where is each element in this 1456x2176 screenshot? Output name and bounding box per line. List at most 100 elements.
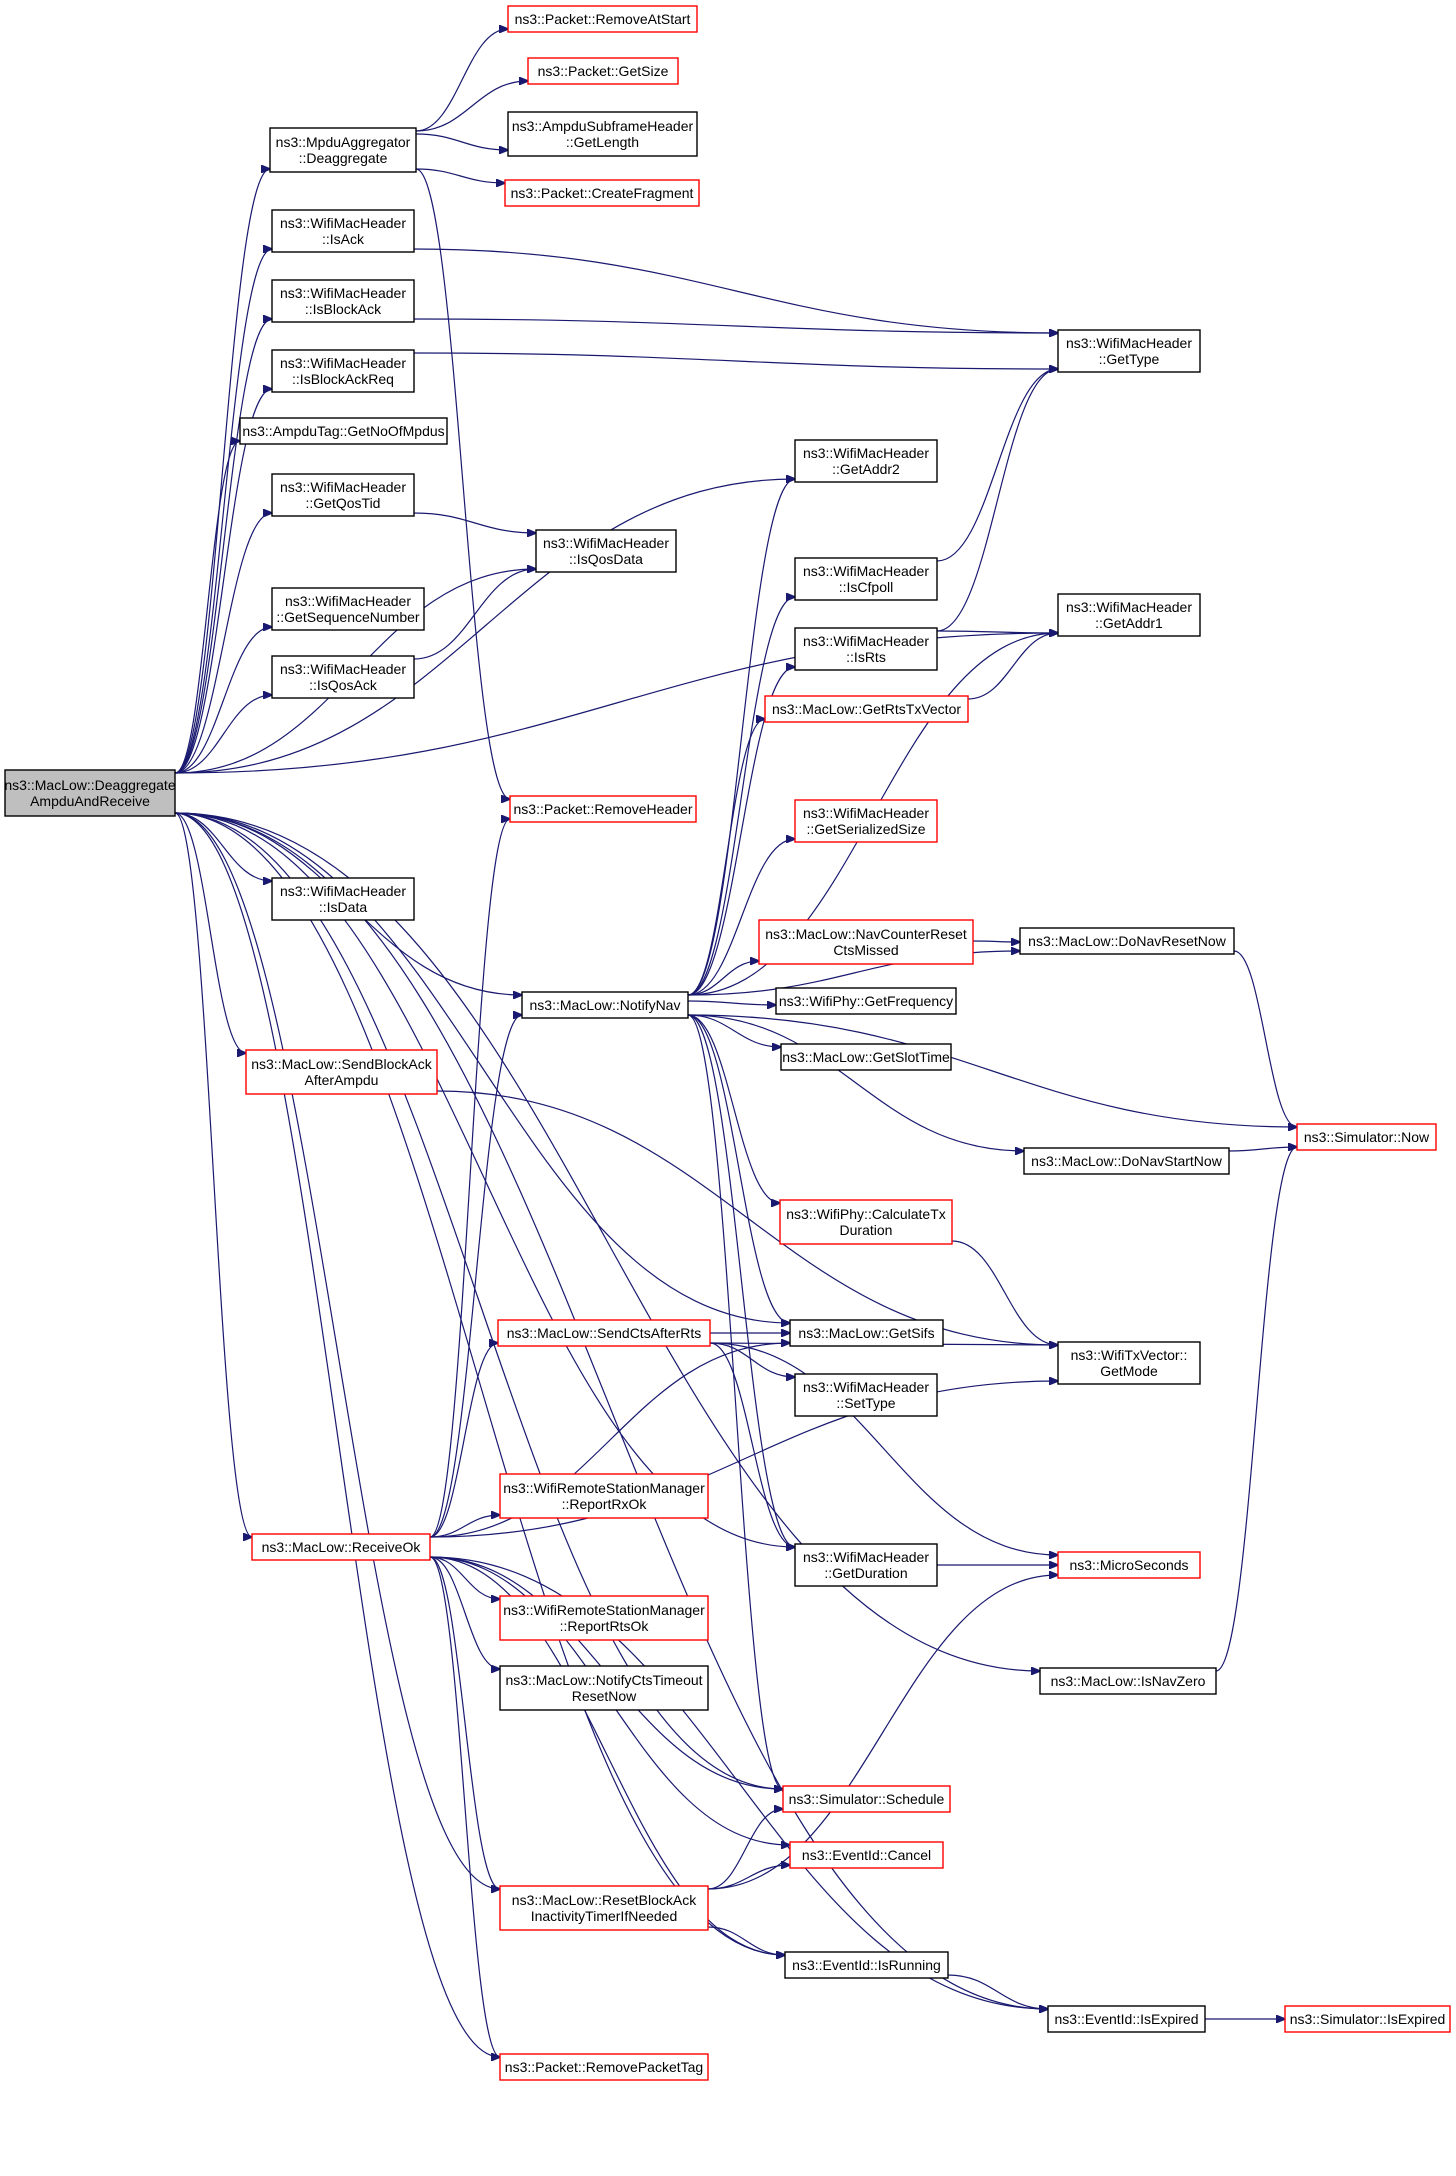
node-label: ns3::WifiMacHeader	[1066, 599, 1192, 615]
node-box	[789, 1841, 944, 1869]
node-label: ns3::WifiMacHeader	[543, 535, 669, 551]
node-simisexpired[interactable]: ns3::Simulator::IsExpired	[1284, 2005, 1451, 2033]
node-mpduagg[interactable]: ns3::MpduAggregator::Deaggregate	[269, 127, 417, 173]
node-box	[499, 1665, 709, 1711]
edge-receiveok-to-notifyctstimeout	[429, 1556, 500, 1669]
edge-sendctsafterrts-to-microseconds	[709, 1342, 1058, 1555]
node-label: ns3::Simulator::Now	[1304, 1129, 1430, 1145]
node-label: CtsMissed	[833, 942, 898, 958]
node-reportrxok[interactable]: ns3::WifiRemoteStationManager::ReportRxO…	[499, 1473, 709, 1519]
node-isnavzero[interactable]: ns3::MacLow::IsNavZero	[1039, 1667, 1217, 1695]
node-donavstartnow[interactable]: ns3::MacLow::DoNavStartNow	[1023, 1147, 1230, 1175]
node-getfrequency[interactable]: ns3::WifiPhy::GetFrequency	[775, 987, 957, 1015]
node-label: ResetNow	[572, 1688, 637, 1704]
node-isrunning[interactable]: ns3::EventId::IsRunning	[784, 1951, 949, 1979]
node-getaddr2[interactable]: ns3::WifiMacHeader::GetAddr2	[794, 439, 938, 483]
node-label: ::IsRts	[846, 649, 886, 665]
node-schedule[interactable]: ns3::Simulator::Schedule	[782, 1785, 951, 1813]
edge-isblockackreq-to-gettype	[413, 352, 1058, 369]
node-microseconds[interactable]: ns3::MicroSeconds	[1057, 1551, 1201, 1579]
node-box	[1057, 1341, 1201, 1385]
node-isblockack[interactable]: ns3::WifiMacHeader::IsBlockAck	[271, 279, 415, 323]
node-getserializedsize[interactable]: ns3::WifiMacHeader::GetSerializedSize	[794, 799, 938, 843]
node-box	[780, 1043, 952, 1071]
node-box	[794, 799, 938, 843]
node-getsifs[interactable]: ns3::MacLow::GetSifs	[789, 1319, 944, 1347]
edge-receiveok-to-resetblockack	[429, 1556, 500, 1889]
edge-root-to-getqostid	[174, 513, 272, 774]
node-donavresetnow[interactable]: ns3::MacLow::DoNavResetNow	[1019, 927, 1235, 955]
node-isqosdata[interactable]: ns3::WifiMacHeader::IsQosData	[535, 529, 677, 573]
node-getqostid[interactable]: ns3::WifiMacHeader::GetQosTid	[271, 473, 415, 517]
node-settype[interactable]: ns3::WifiMacHeader::SetType	[794, 1373, 938, 1417]
node-removeatstart[interactable]: ns3::Packet::RemoveAtStart	[507, 5, 698, 33]
node-isblockackreq[interactable]: ns3::WifiMacHeader::IsBlockAckReq	[271, 349, 415, 393]
node-label: ::GetQosTid	[306, 495, 381, 511]
node-label: ns3::WifiTxVector::	[1071, 1347, 1188, 1363]
node-isack[interactable]: ns3::WifiMacHeader::IsAck	[271, 209, 415, 253]
node-getnoofmpdus[interactable]: ns3::AmpduTag::GetNoOfMpdus	[239, 417, 448, 445]
node-sendctsafterrts[interactable]: ns3::MacLow::SendCtsAfterRts	[497, 1319, 711, 1347]
node-box	[1023, 1147, 1230, 1175]
node-box	[789, 1319, 944, 1347]
node-label: ns3::MacLow::SendCtsAfterRts	[507, 1325, 702, 1341]
edge-root-to-getsifs	[174, 812, 790, 1323]
node-label: ns3::MacLow::SendBlockAck	[251, 1056, 433, 1072]
node-isrts[interactable]: ns3::WifiMacHeader::IsRts	[794, 627, 938, 671]
edge-isqosack-to-isqosdata	[413, 569, 536, 660]
edge-notifynav-to-schedule	[687, 1014, 783, 1789]
node-getseqnum[interactable]: ns3::WifiMacHeader::GetSequenceNumber	[271, 587, 425, 631]
node-box	[271, 877, 415, 921]
node-getslottime[interactable]: ns3::MacLow::GetSlotTime	[780, 1043, 952, 1071]
node-reportrtsok[interactable]: ns3::WifiRemoteStationManager::ReportRts…	[499, 1595, 709, 1641]
node-label: ns3::WifiPhy::GetFrequency	[779, 993, 953, 1009]
node-isqosack[interactable]: ns3::WifiMacHeader::IsQosAck	[271, 655, 415, 699]
node-isexpired[interactable]: ns3::EventId::IsExpired	[1047, 2005, 1206, 2033]
node-box	[499, 1885, 709, 1931]
node-box	[499, 1473, 709, 1519]
node-getsize[interactable]: ns3::Packet::GetSize	[527, 57, 679, 85]
node-getrtstxvector[interactable]: ns3::MacLow::GetRtsTxVector	[764, 695, 969, 723]
node-getaddr1[interactable]: ns3::WifiMacHeader::GetAddr1	[1057, 593, 1201, 637]
node-label: ns3::WifiMacHeader	[280, 883, 406, 899]
node-label: ::IsBlockAck	[305, 301, 382, 317]
node-cancel[interactable]: ns3::EventId::Cancel	[789, 1841, 944, 1869]
edge-isblockack-to-gettype	[413, 318, 1058, 333]
edge-notifynav-to-getrtstxvector	[687, 719, 765, 996]
node-notifynav[interactable]: ns3::MacLow::NotifyNav	[521, 991, 689, 1019]
edge-resetblockack-to-isrunning	[707, 1926, 785, 1955]
node-label: ns3::Packet::RemoveHeader	[514, 801, 693, 817]
node-label: ns3::Packet::RemoveAtStart	[515, 11, 691, 27]
node-createfragment[interactable]: ns3::Packet::CreateFragment	[504, 179, 700, 207]
node-label: ns3::MacLow::DoNavResetNow	[1028, 933, 1227, 949]
node-label: ns3::WifiMacHeader	[280, 215, 406, 231]
node-isdata[interactable]: ns3::WifiMacHeader::IsData	[271, 877, 415, 921]
node-ampdugetlength[interactable]: ns3::AmpduSubframeHeader::GetLength	[507, 111, 698, 157]
node-resetblockack[interactable]: ns3::MacLow::ResetBlockAckInactivityTime…	[499, 1885, 709, 1931]
node-simnow[interactable]: ns3::Simulator::Now	[1296, 1123, 1437, 1151]
node-box	[4, 769, 176, 817]
edge-root-to-isblockackreq	[174, 389, 272, 774]
node-getduration[interactable]: ns3::WifiMacHeader::GetDuration	[794, 1543, 938, 1587]
node-iscfpoll[interactable]: ns3::WifiMacHeader::IsCfpoll	[794, 557, 938, 601]
edge-notifynav-to-calctxduration	[687, 1014, 780, 1203]
node-gettype[interactable]: ns3::WifiMacHeader::GetType	[1057, 329, 1201, 373]
node-removeheader[interactable]: ns3::Packet::RemoveHeader	[509, 795, 697, 823]
node-removepackettag[interactable]: ns3::Packet::RemovePacketTag	[499, 2053, 709, 2081]
edge-mpduagg-to-createfragment	[415, 168, 505, 183]
node-label: ns3::MacLow::NotifyNav	[530, 997, 681, 1013]
edge-receiveok-to-reportrtsok	[429, 1556, 500, 1599]
node-label: ns3::MacLow::DoNavStartNow	[1031, 1153, 1223, 1169]
node-box	[504, 179, 700, 207]
node-label: ns3::AmpduTag::GetNoOfMpdus	[242, 423, 444, 439]
node-label: ns3::MacLow::GetSlotTime	[782, 1049, 950, 1065]
node-receiveok[interactable]: ns3::MacLow::ReceiveOk	[251, 1533, 431, 1561]
node-getmode[interactable]: ns3::WifiTxVector::GetMode	[1057, 1341, 1201, 1385]
node-box	[758, 919, 974, 965]
